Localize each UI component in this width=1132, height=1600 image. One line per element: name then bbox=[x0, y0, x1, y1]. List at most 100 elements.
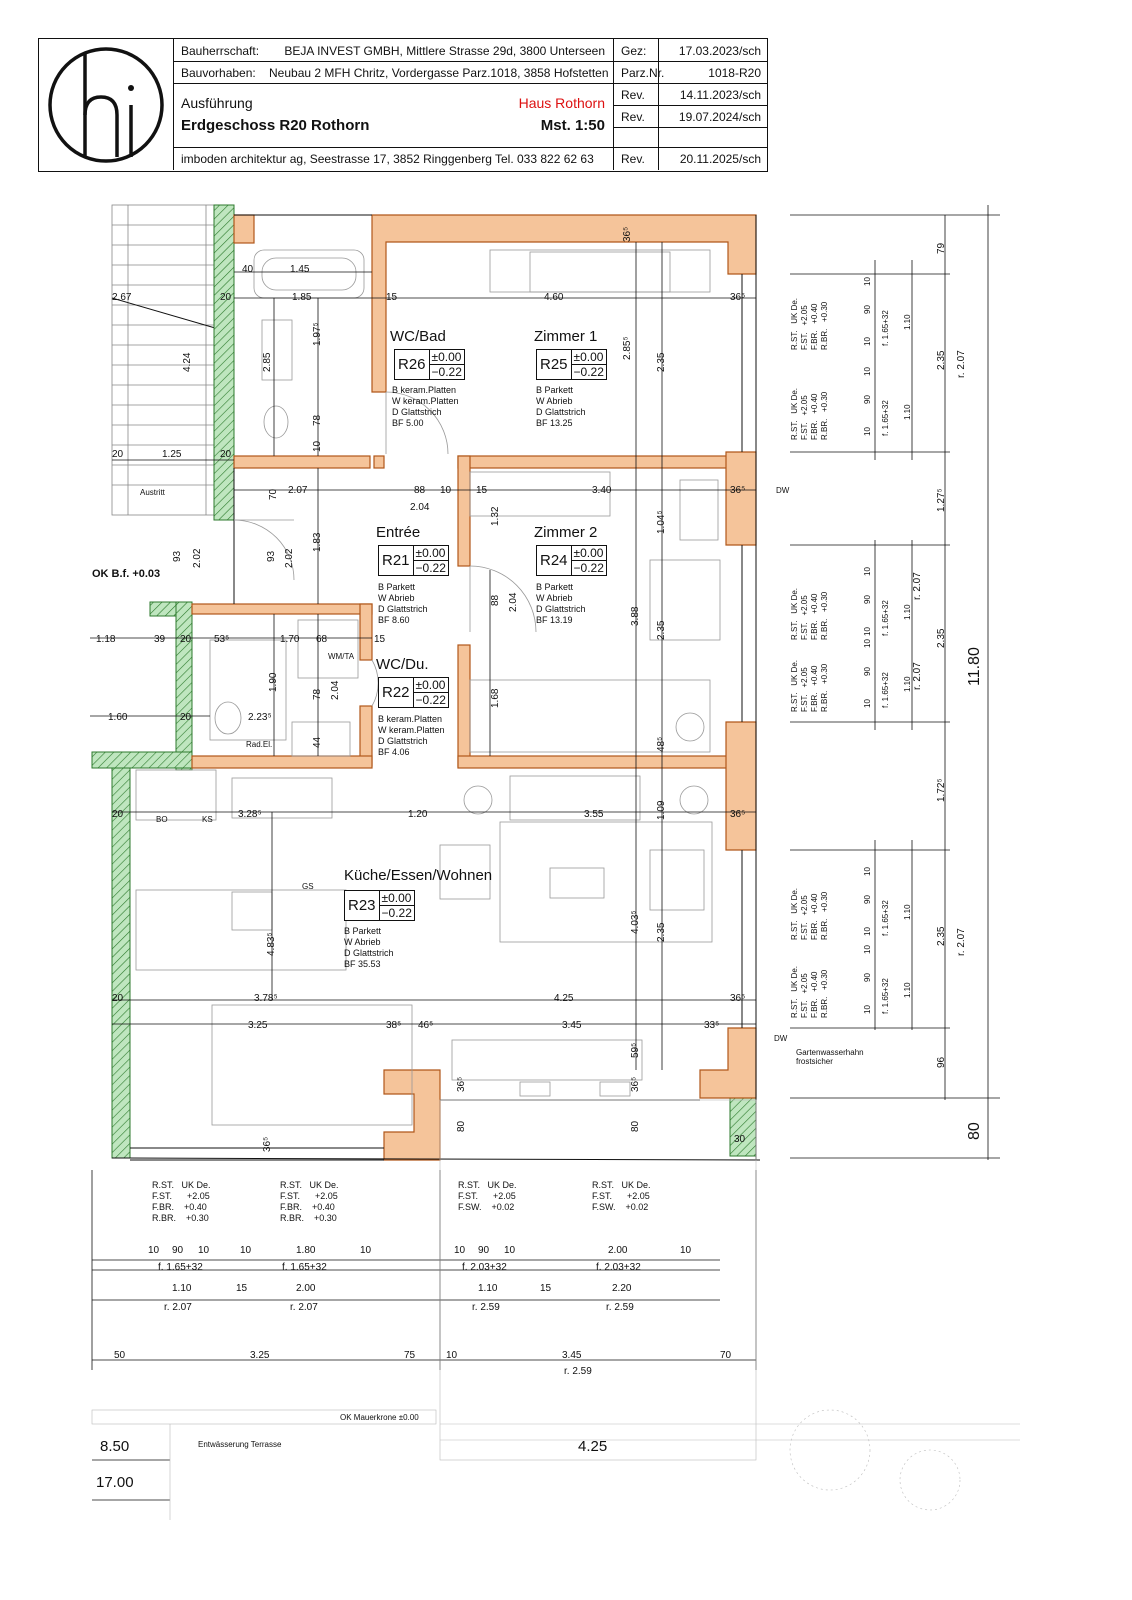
rdim-79: 79 bbox=[936, 242, 947, 254]
bdim-r5-2: 75 bbox=[404, 1350, 416, 1361]
bdim-r1-4: 1.80 bbox=[296, 1245, 316, 1256]
rev2-label: Rev. bbox=[621, 110, 645, 124]
parz-value: 1018-R20 bbox=[708, 66, 761, 80]
dw-label-1: DW bbox=[776, 486, 790, 495]
dim-1-09: 1.09 bbox=[656, 800, 667, 820]
bdim-r5-3: 10 bbox=[446, 1350, 458, 1361]
room-tag-r25: R25 ±0.00−0.22 bbox=[536, 349, 607, 380]
dim-1-70: 1.70 bbox=[280, 634, 300, 645]
dim-15a: 15 bbox=[386, 292, 398, 303]
bauherrschaft-value: BEJA INVEST GMBH, Mittlere Strasse 29d, … bbox=[284, 44, 605, 58]
dim-2-35b: 2.35 bbox=[656, 620, 667, 640]
architect-phone: Tel. 033 822 62 63 bbox=[495, 152, 594, 166]
dim-30: 30 bbox=[734, 1134, 746, 1145]
bdim-r2-0: f. 1.65+32 bbox=[158, 1262, 203, 1273]
ausfuehrung-label: Ausführung bbox=[181, 95, 253, 111]
level-bottom-r24: −0.22 bbox=[571, 560, 606, 575]
rev1-label: Rev. bbox=[621, 88, 645, 102]
furniture bbox=[135, 249, 721, 1126]
room-id-r26: R26 bbox=[395, 350, 430, 379]
window-tag-right-6-c: 10 bbox=[863, 1005, 872, 1014]
room-tag-r24: R24 ±0.00−0.22 bbox=[536, 545, 607, 576]
dim-46-5: 46⁵ bbox=[418, 1020, 434, 1031]
window-tag-right-2-b: 90 bbox=[863, 395, 872, 404]
window-tag-right-5-c: 10 bbox=[863, 927, 872, 936]
dim-44: 44 bbox=[312, 736, 323, 748]
dim-1-45: 1.45 bbox=[290, 264, 310, 275]
level-top-r26: ±0.00 bbox=[431, 350, 462, 364]
dim-40: 40 bbox=[242, 264, 254, 275]
room-id-r23: R23 bbox=[345, 891, 380, 920]
dim-4-60: 4.60 bbox=[544, 292, 564, 303]
dim-20d: 20 bbox=[180, 634, 192, 645]
bauvorhaben-label: Bauvorhaben: bbox=[181, 66, 256, 80]
dim-20g: 20 bbox=[112, 993, 124, 1004]
window-tag-right-1-f: f. 1.65+32 bbox=[881, 310, 890, 346]
dim-2-07: 2.07 bbox=[288, 485, 308, 496]
architect-address: imboden architektur ag, Seestrasse 17, 3… bbox=[181, 152, 492, 166]
dim-20e: 20 bbox=[180, 712, 192, 723]
dim-4-25: 4.25 bbox=[554, 993, 574, 1004]
bdim-r3-4: 15 bbox=[540, 1283, 552, 1294]
dim-88a: 88 bbox=[414, 485, 426, 496]
gez-label: Gez: bbox=[621, 44, 647, 58]
dim-36-5f: 36⁵ bbox=[630, 1076, 641, 1092]
bdim-r1-9: 2.00 bbox=[608, 1245, 628, 1256]
frostsicher-label: frostsicher bbox=[796, 1057, 833, 1066]
dim-1-90: 1.90 bbox=[268, 672, 279, 692]
dim-80a: 80 bbox=[456, 1120, 467, 1132]
bdim-r5-0: 50 bbox=[114, 1350, 126, 1361]
dim-80b: 80 bbox=[630, 1120, 641, 1132]
room-id-r22: R22 bbox=[379, 678, 414, 707]
bdim-r3-2: 2.00 bbox=[296, 1283, 316, 1294]
room-name-r25: Zimmer 1 bbox=[534, 328, 598, 345]
rev3-label: Rev. bbox=[621, 152, 645, 166]
bdim-r1-0: 10 bbox=[148, 1245, 160, 1256]
dim-20a: 20 bbox=[220, 292, 232, 303]
room-name-r22: WC/Du. bbox=[376, 656, 429, 673]
dim-10: 10 bbox=[312, 440, 323, 452]
window-tag-right-3-a: 10 bbox=[863, 567, 872, 576]
exterior-walls-green bbox=[91, 204, 757, 1159]
window-tag-right-4-c: 10 bbox=[863, 699, 872, 708]
ok-mauerkrone-label: OK Mauerkrone ±0.00 bbox=[340, 1413, 419, 1422]
total-17-00: 17.00 bbox=[96, 1474, 134, 1491]
level-bottom-r25: −0.22 bbox=[571, 364, 606, 379]
dim-68: 68 bbox=[316, 634, 328, 645]
window-tag-right-6-w: 1.10 bbox=[903, 982, 912, 998]
dim-2-02a: 2.02 bbox=[192, 548, 203, 568]
bdim-r2-1: f. 1.65+32 bbox=[282, 1262, 327, 1273]
window-tag-right-1-c: 10 bbox=[863, 337, 872, 346]
total-4-25: 4.25 bbox=[578, 1438, 608, 1455]
window-tag-right-3-b: 90 bbox=[863, 595, 872, 604]
bdim-r2-2: f. 2.03+32 bbox=[462, 1262, 507, 1273]
window-tag-right-6-a: 10 bbox=[863, 945, 872, 954]
dim-78: 78 bbox=[312, 414, 323, 426]
dim-33-5: 33⁵ bbox=[704, 1020, 720, 1031]
bdim-r4-1: r. 2.07 bbox=[290, 1302, 318, 1313]
wall-outlines bbox=[111, 214, 761, 1161]
dim-2-04b: 2.04 bbox=[508, 592, 519, 612]
ok-bf-label: OK B.f. +0.03 bbox=[92, 568, 161, 580]
dim-2-85: 2.85 bbox=[262, 352, 273, 372]
dw-label-2: DW bbox=[774, 1034, 788, 1043]
dim-36-5-top: 36⁵ bbox=[622, 226, 633, 242]
title-block: Bauherrschaft: BEJA INVEST GMBH, Mittler… bbox=[38, 38, 768, 172]
concrete-walls bbox=[191, 214, 757, 1161]
window-tag-right-2-a: 10 bbox=[863, 367, 872, 376]
room-id-r24: R24 bbox=[537, 546, 572, 575]
bdim-r5-1: 3.25 bbox=[250, 1350, 270, 1361]
rdim-r-2-07b: r. 2.07 bbox=[912, 572, 923, 600]
rdim-1-27-5: 1.27⁵ bbox=[936, 488, 947, 512]
total-8-50: 8.50 bbox=[100, 1438, 130, 1455]
dim-93a: 93 bbox=[172, 550, 183, 562]
dim-15c: 15 bbox=[374, 634, 386, 645]
level-top-r21: ±0.00 bbox=[415, 546, 446, 560]
